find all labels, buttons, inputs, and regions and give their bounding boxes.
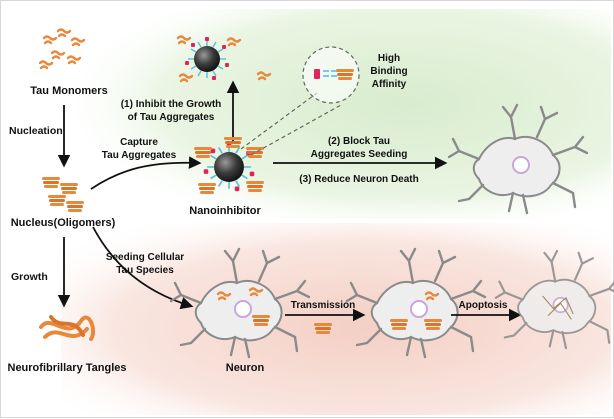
seeding-label-1: Seeding Cellular: [106, 252, 184, 263]
seeding-arrow-icon: [92, 226, 194, 310]
inhibit-label-2: of Tau Aggregates: [128, 112, 215, 123]
zoom-line-1: [240, 92, 318, 150]
seeding-label-2: Tau Species: [116, 265, 174, 276]
nanoinhibitor-label: Nanoinhibitor: [189, 205, 261, 217]
tangles-icon: [39, 315, 96, 341]
block-label-1: (2) Block Tau: [328, 136, 390, 147]
nucleus-label: Nucleus(Oligomers): [11, 217, 116, 229]
transmitted-tau-icon: [314, 323, 332, 334]
reduce-label: (3) Reduce Neuron Death: [299, 174, 418, 185]
capture-label-2: Tau Aggregates: [102, 150, 177, 161]
apoptosis-label: Apoptosis: [459, 300, 508, 311]
transmission-label: Transmission: [291, 300, 355, 311]
neuron-label: Neuron: [226, 362, 265, 374]
high-label-3: Affinity: [372, 79, 407, 90]
tau-monomers-label: Tau Monomers: [30, 85, 107, 97]
high-label-1: High: [378, 53, 400, 64]
dying-neuron-icon: [494, 249, 614, 350]
nucleation-label: Nucleation: [9, 125, 63, 137]
tangles-label: Neurofibrillary Tangles: [8, 362, 127, 374]
zoom-circle: [302, 46, 360, 104]
zoom-line-2: [250, 104, 342, 156]
growth-label: Growth: [11, 271, 48, 283]
binding-detail-icon: [314, 69, 354, 80]
high-label-2: Binding: [370, 66, 407, 77]
inhibit-label-1: (1) Inhibit the Growth: [121, 99, 222, 110]
block-label-2: Aggregates Seeding: [311, 149, 408, 160]
capture-arrow-icon: [90, 156, 202, 190]
capture-label-1: Capture: [120, 137, 158, 148]
